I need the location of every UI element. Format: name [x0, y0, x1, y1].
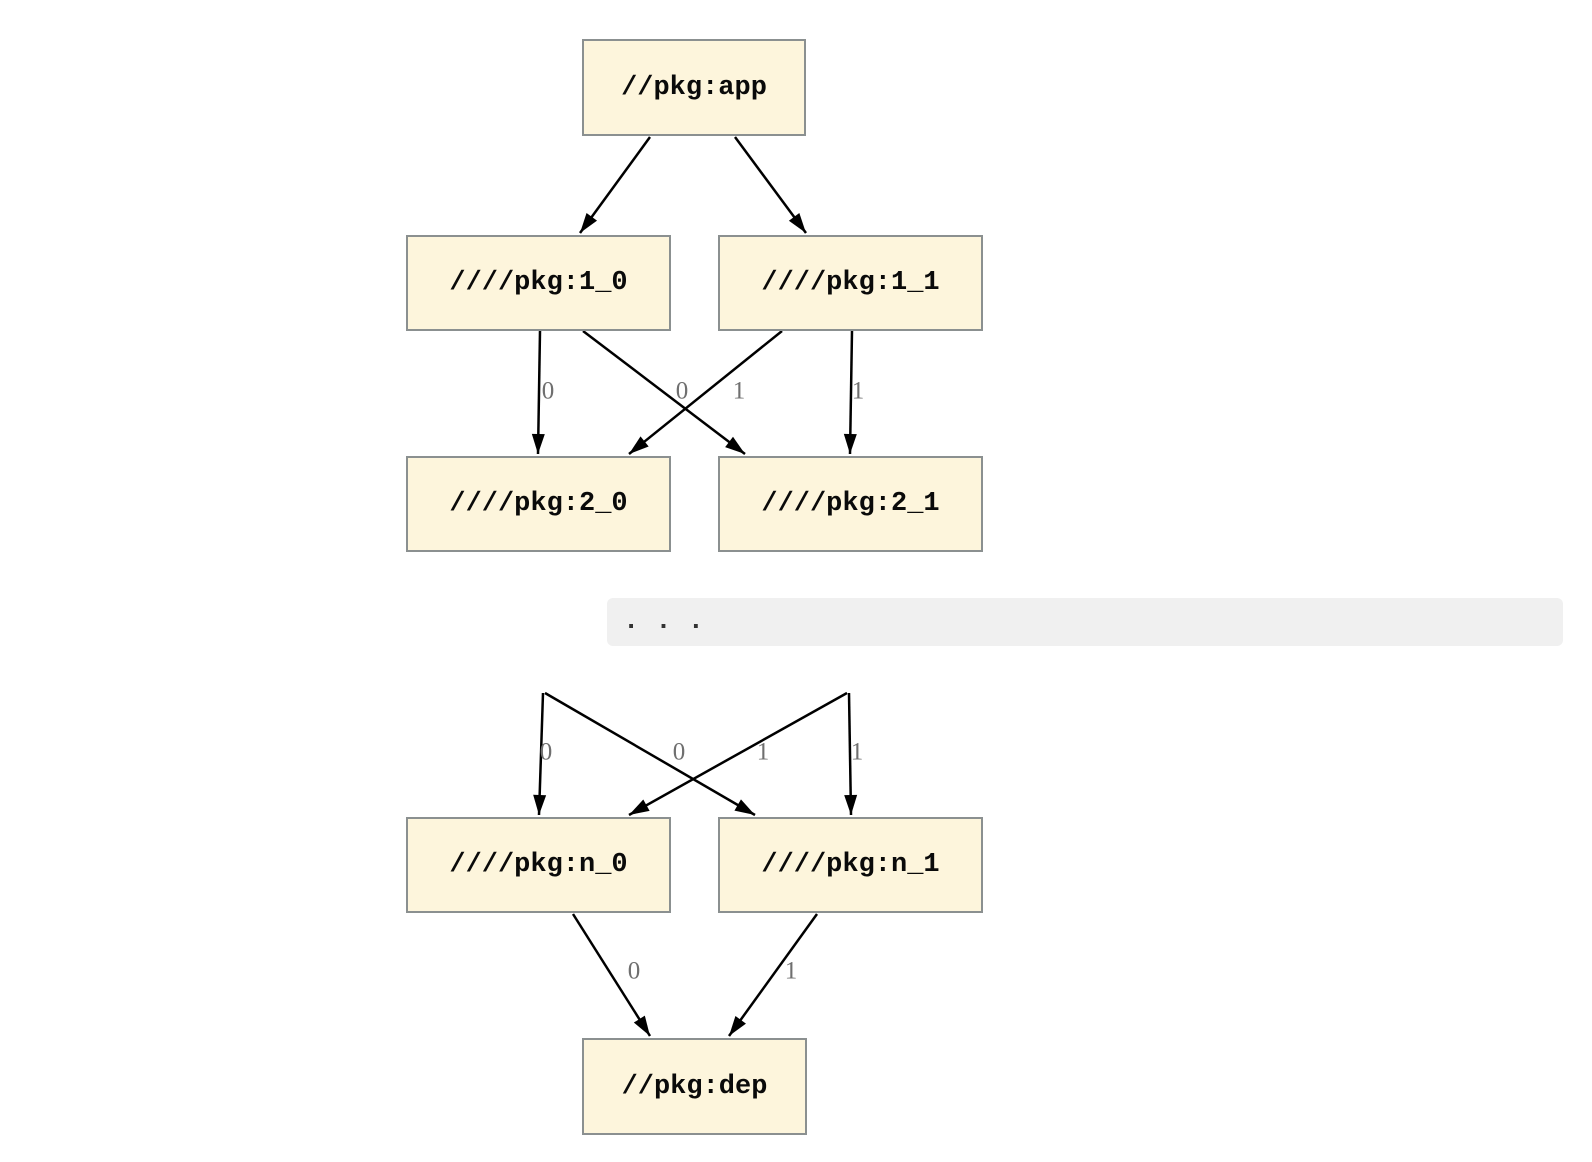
- edge-ellipsis-to-n-1-cross: [544, 691, 756, 817]
- edge-label-n-1-to-dep: 1: [784, 957, 798, 985]
- node-pkg-n-1: ////pkg:n_1: [718, 817, 983, 913]
- edge-label-1-0-to-2-0: 0: [541, 377, 555, 405]
- node-pkg-dep: //pkg:dep: [582, 1038, 807, 1135]
- edge-label-ellipsis-to-n-1-cross: 1: [756, 738, 770, 766]
- edge-label-ellipsis-to-n-1-straight: 1: [850, 738, 864, 766]
- edge-app-to-1-1: [733, 136, 808, 234]
- edge-label-1-1-to-2-0: 0: [675, 377, 689, 405]
- edge-label-1-0-to-2-1: 1: [732, 377, 746, 405]
- node-pkg-2-1: ////pkg:2_1: [718, 456, 983, 552]
- node-pkg-2-0: ////pkg:2_0: [406, 456, 671, 552]
- node-pkg-n-0: ////pkg:n_0: [406, 817, 671, 913]
- ellipsis-dots: . . .: [623, 607, 705, 637]
- edge-1-1-to-2-1: [843, 330, 857, 455]
- edge-1-0-to-2-0: [531, 330, 545, 455]
- edge-label-ellipsis-to-n-0-straight: 0: [539, 738, 553, 766]
- edge-1-0-to-2-1: [582, 330, 746, 455]
- ellipsis-band: . . .: [607, 598, 1563, 646]
- edge-1-1-to-2-0: [628, 330, 783, 455]
- edge-app-to-1-0: [578, 136, 652, 234]
- edge-ellipsis-to-n-1-straight: [844, 692, 858, 816]
- node-pkg-1-1: ////pkg:1_1: [718, 235, 983, 331]
- edge-label-n-0-to-dep: 0: [627, 957, 641, 985]
- edge-label-1-1-to-2-1: 1: [851, 377, 865, 405]
- edge-label-ellipsis-to-n-0-cross: 0: [672, 738, 686, 766]
- edge-ellipsis-to-n-0-straight: [533, 692, 547, 816]
- edge-n-1-to-dep: [727, 913, 819, 1037]
- edge-ellipsis-to-n-0-cross: [628, 691, 848, 817]
- node-pkg-app: //pkg:app: [582, 39, 806, 136]
- node-pkg-1-0: ////pkg:1_0: [406, 235, 671, 331]
- edge-n-0-to-dep: [571, 913, 652, 1037]
